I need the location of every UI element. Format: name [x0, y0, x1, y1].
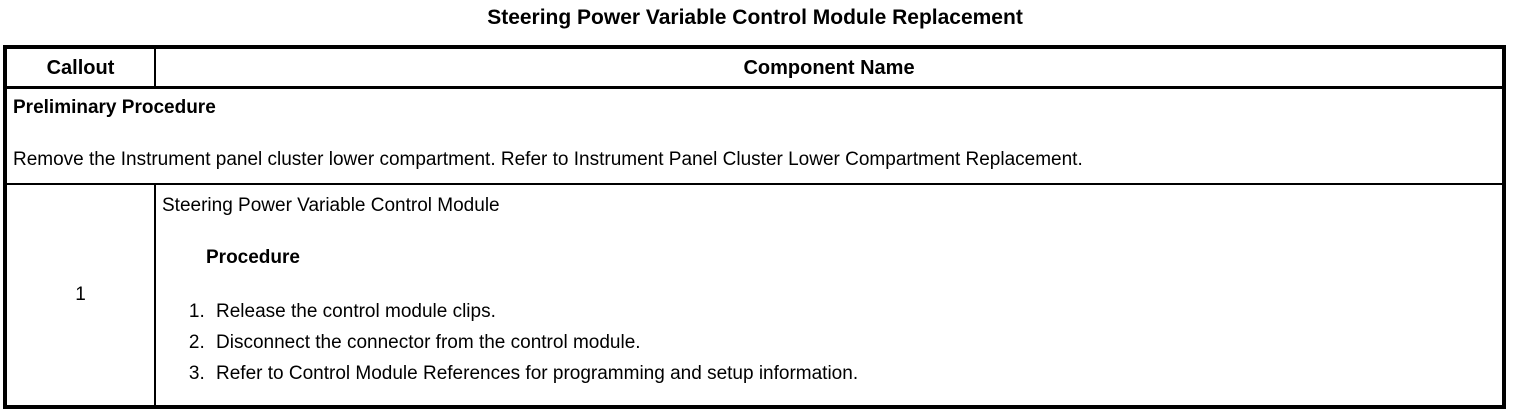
preliminary-procedure-text: Remove the Instrument panel cluster lowe… [13, 149, 1083, 170]
procedure-steps-list: Release the control module clips. Discon… [162, 299, 1496, 387]
preliminary-procedure-cell: Preliminary Procedure Remove the Instrum… [5, 87, 1504, 185]
component-cell: Steering Power Variable Control Module P… [155, 184, 1504, 407]
component-name-text: Steering Power Variable Control Module [162, 195, 500, 216]
preliminary-procedure-heading: Preliminary Procedure [13, 97, 216, 118]
page-title: Steering Power Variable Control Module R… [487, 6, 1023, 29]
procedure-step: Disconnect the connector from the contro… [210, 330, 1496, 356]
component-name-column-header: Component Name [155, 47, 1504, 89]
parts-table: Callout Component Name Preliminary Proce… [3, 45, 1506, 409]
table-row: 1 Steering Power Variable Control Module… [5, 184, 1504, 407]
callout-column-header: Callout [5, 47, 156, 89]
procedure-heading: Procedure [206, 247, 300, 268]
callout-cell: 1 [5, 184, 156, 407]
preliminary-procedure-row: Preliminary Procedure Remove the Instrum… [5, 87, 1504, 185]
table-header-row: Callout Component Name [5, 47, 1504, 89]
procedure-step: Release the control module clips. [210, 299, 1496, 325]
procedure-step: Refer to Control Module References for p… [210, 361, 1496, 387]
